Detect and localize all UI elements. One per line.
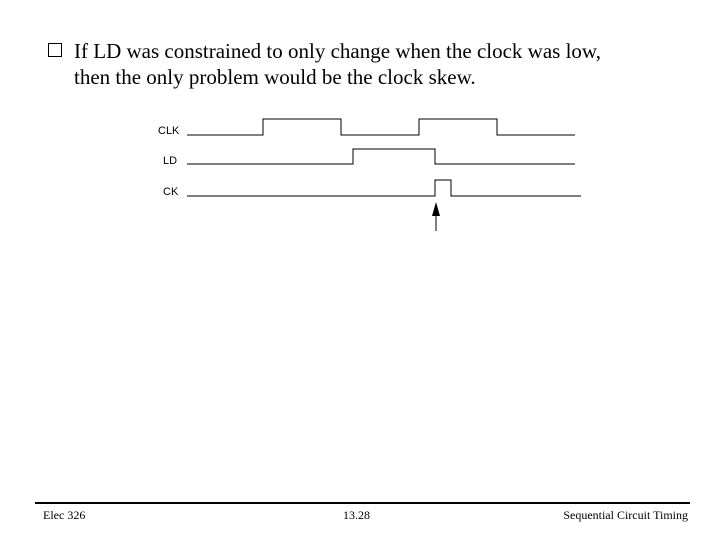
- clk-label: CLK: [158, 125, 180, 137]
- footer-divider: [35, 502, 690, 504]
- timing-diagram: CLK LD CK: [158, 118, 581, 231]
- footer-slide-number: 13.28: [343, 508, 370, 522]
- bullet-line-1: If LD was constrained to only change whe…: [74, 39, 601, 63]
- ld-waveform: [187, 148, 575, 165]
- ck-label: CK: [163, 186, 179, 198]
- square-bullet-icon: [48, 43, 62, 57]
- ck-waveform: [187, 179, 581, 197]
- footer-course: Elec 326: [43, 508, 86, 522]
- up-arrow-icon: [432, 202, 440, 231]
- bullet-line-2: then the only problem would be the clock…: [74, 65, 476, 89]
- clk-waveform: [187, 118, 575, 136]
- bullet-text: If LD was constrained to only change whe…: [74, 38, 708, 90]
- bullet-item: If LD was constrained to only change whe…: [48, 38, 708, 90]
- footer-topic: Sequential Circuit Timing: [563, 508, 688, 522]
- ld-label: LD: [163, 155, 177, 167]
